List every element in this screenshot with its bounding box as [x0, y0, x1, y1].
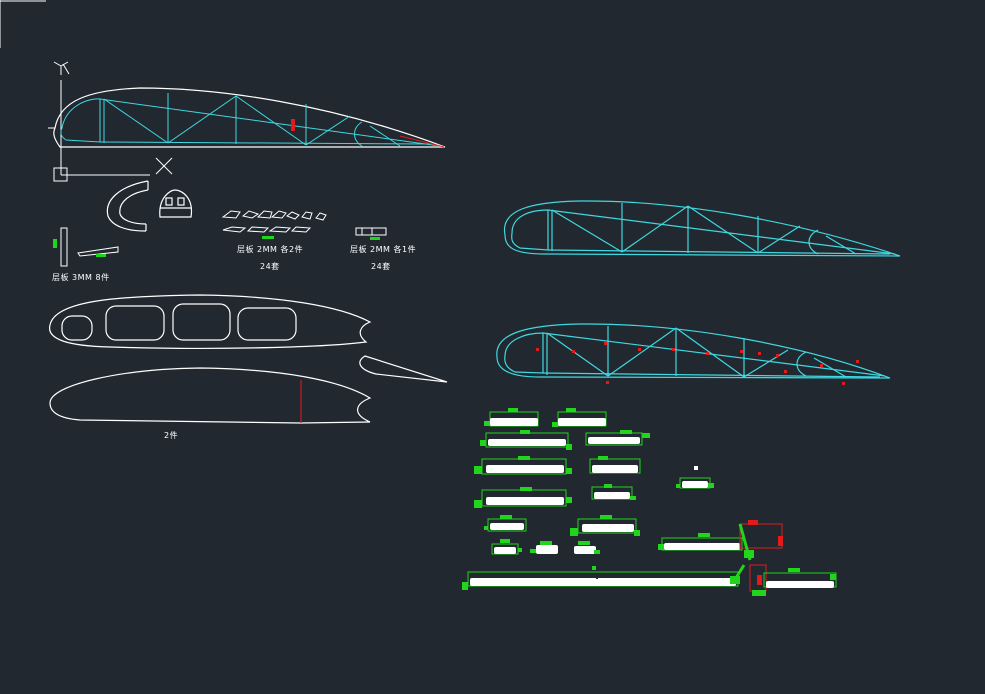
bar-right-red [749, 564, 837, 596]
label-ribs-b-line1: 层板 2MM 各1件 [350, 245, 417, 254]
leading-edge-piece [106, 180, 149, 232]
skin-panel-holes [49, 294, 448, 383]
label-skin-count: 2件 [164, 431, 179, 440]
bar-group [585, 430, 650, 446]
label-ribs-a-line1: 层板 2MM 各2件 [237, 245, 304, 254]
bar-group [484, 515, 527, 532]
wing-rib-top-left [48, 87, 446, 148]
section-bars [462, 408, 837, 596]
small-parts-b [355, 227, 387, 240]
bar-group [552, 408, 607, 427]
bar-group [574, 541, 600, 554]
label-ribs-b-line2: 24套 [371, 262, 391, 271]
viewport-corner [0, 0, 46, 48]
wing-rib-right-top [503, 200, 901, 257]
label-left-small: 层板 3MM 8件 [52, 273, 110, 282]
bar-group [474, 487, 572, 508]
skin-panel-solid [49, 367, 372, 424]
bar-group [530, 541, 558, 554]
bar-group [484, 408, 539, 427]
bar-group [591, 484, 636, 500]
dome-part [159, 189, 193, 218]
bar-group [480, 430, 572, 450]
bar-group [676, 466, 714, 489]
bar-group [589, 456, 641, 474]
bar-red-group [738, 520, 783, 561]
label-ribs-a-line2: 24套 [260, 262, 280, 271]
bar-long [462, 564, 746, 590]
wing-rib-right-bottom [496, 323, 891, 385]
bar-group [491, 539, 522, 555]
bar-group [658, 533, 743, 551]
bar-group [570, 515, 640, 536]
ucs-icon [53, 61, 173, 182]
axis-letters [62, 63, 70, 75]
bar-group [474, 456, 572, 475]
small-parts-a [221, 210, 327, 239]
spar-piece [53, 227, 119, 267]
